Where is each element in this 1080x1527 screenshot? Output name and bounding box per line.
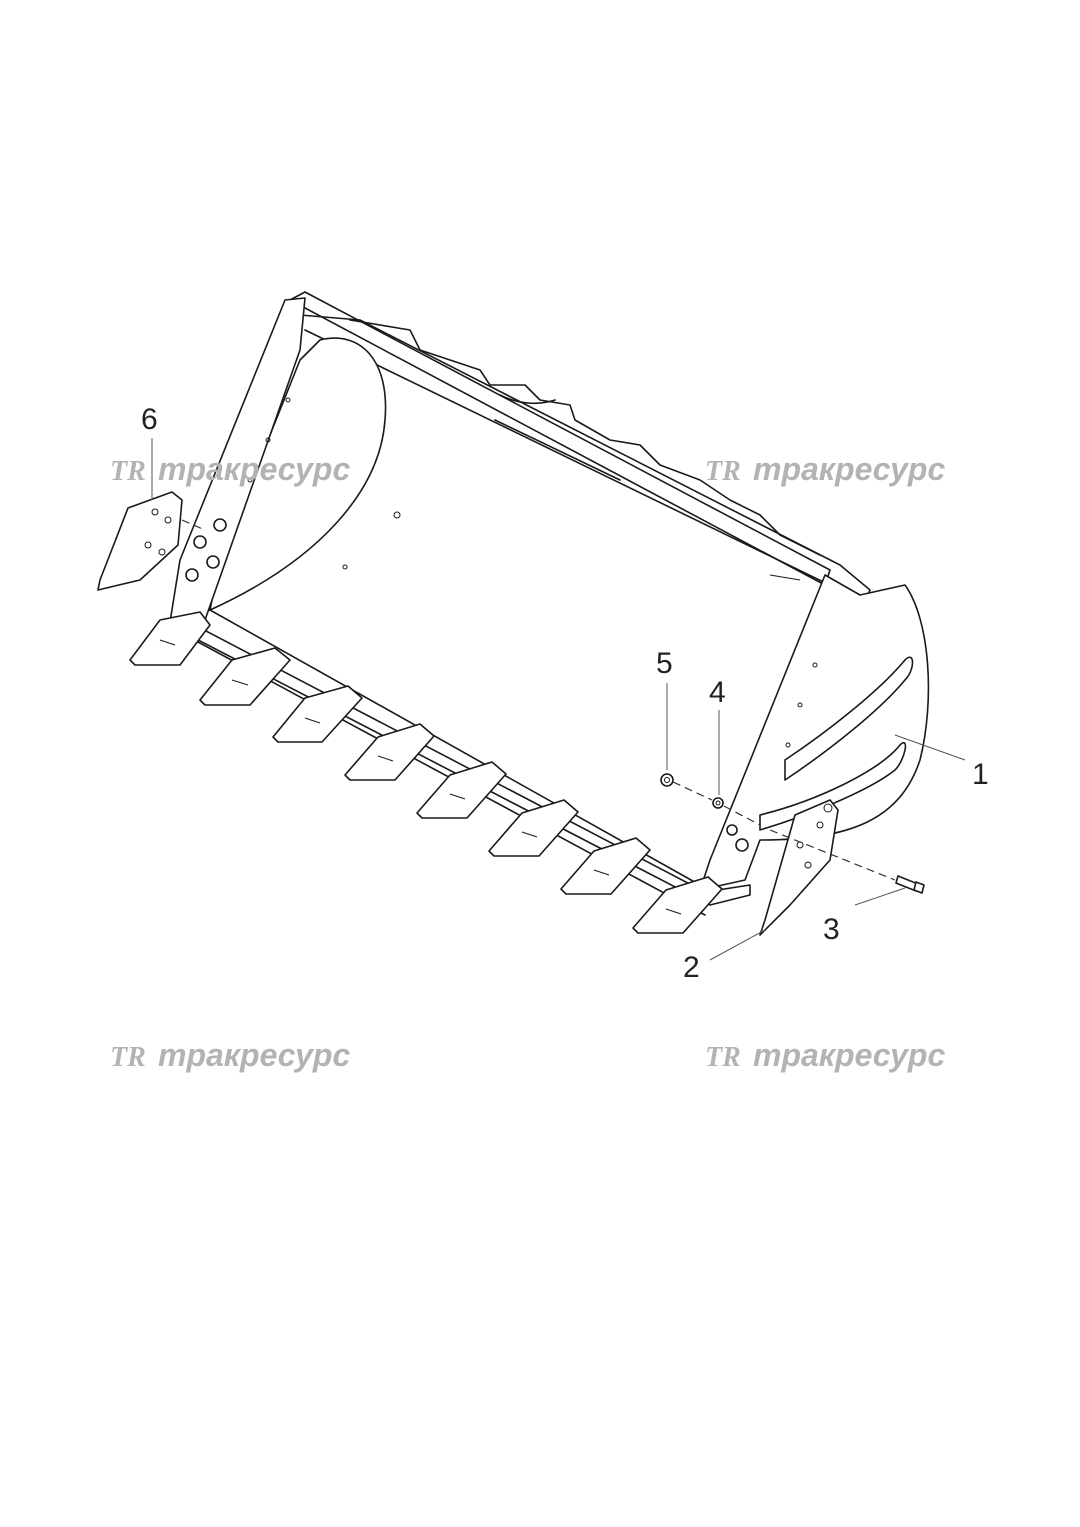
nut-item-5 (660, 773, 674, 787)
watermark-top-right: TR тракресурс (705, 451, 945, 487)
right-side-slot-1 (784, 656, 914, 781)
tooth-3 (272, 685, 363, 743)
svg-text:TR: TR (110, 1042, 146, 1073)
callout-2: 2 (683, 951, 700, 984)
left-bolts (185, 518, 227, 582)
svg-text:тракресурс: тракресурс (158, 451, 350, 487)
tooth-5 (416, 761, 507, 819)
bolt-item-3 (895, 875, 925, 894)
right-bolts (726, 824, 749, 852)
washer-item-4 (712, 797, 724, 809)
tooth-6 (488, 799, 579, 857)
tooth-1 (129, 611, 211, 666)
svg-text:TR: TR (110, 456, 146, 487)
svg-text:тракресурс: тракресурс (753, 1037, 945, 1073)
tooth-4 (344, 723, 435, 781)
tooth-7 (560, 837, 651, 895)
watermark-bottom-left: TR тракресурс (110, 1037, 350, 1073)
bucket-assembly (169, 291, 930, 916)
tooth-8 (632, 876, 723, 934)
bucket-top-rail (289, 291, 831, 586)
leader-lines (151, 438, 966, 961)
top-reinforcement (349, 319, 821, 556)
svg-text:тракресурс: тракресурс (753, 451, 945, 487)
tooth-2 (199, 647, 291, 706)
svg-text:TR: TR (705, 1042, 741, 1073)
watermark-bottom-right: TR тракресурс (705, 1037, 945, 1073)
callout-6: 6 (141, 403, 158, 436)
fastener-axis (672, 781, 896, 881)
bucket-left-inner-curve (209, 337, 387, 611)
side-cutter-left (97, 491, 206, 591)
watermark-top-left: TR тракресурс (110, 451, 350, 487)
callout-1: 1 (972, 758, 989, 791)
svg-text:TR: TR (705, 456, 741, 487)
side-cutter-right (759, 799, 839, 936)
callout-3: 3 (823, 913, 840, 946)
callout-5: 5 (656, 647, 673, 680)
bucket-teeth (129, 611, 723, 934)
right-side-plate (699, 574, 930, 891)
svg-text:тракресурс: тракресурс (158, 1037, 350, 1073)
callout-4: 4 (709, 676, 726, 709)
